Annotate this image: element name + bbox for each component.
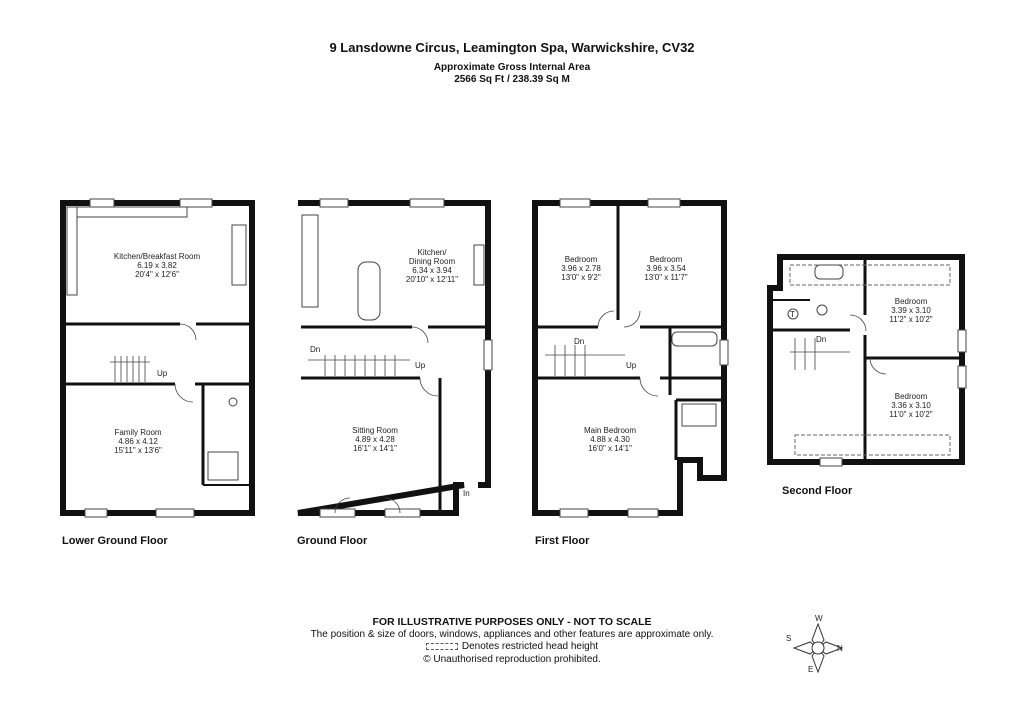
gf-sitting-metric: 4.89 x 4.28 [355, 435, 395, 444]
second-floor-plan [767, 254, 967, 467]
disclaimer-heading: FOR ILLUSTRATIVE PURPOSES ONLY - NOT TO … [372, 616, 652, 628]
sf-bed1-name: Bedroom [895, 297, 928, 306]
sf-bed1-metric: 3.39 x 3.10 [891, 306, 931, 315]
gf-kitchen-metric: 6.34 x 3.94 [412, 266, 452, 275]
lg-up-label: Up [157, 369, 168, 378]
ground-floor-plan [297, 198, 493, 518]
sf-dn-label: Dn [816, 335, 826, 344]
ff-bed1-metric: 3.96 x 2.78 [561, 264, 601, 273]
lg-kitchen-imperial: 20'4" x 12'6" [135, 270, 179, 279]
restricted-height-swatch [425, 642, 458, 650]
lower-ground-floor-plan [60, 198, 255, 518]
area-label: Approximate Gross Internal Area [433, 62, 591, 73]
first-floor-label: First Floor [535, 535, 590, 547]
ff-bed2-imperial: 13'0" x 11'7" [644, 273, 687, 282]
gf-dn-label: Dn [310, 345, 320, 354]
ff-main-name: Main Bedroom [584, 426, 636, 435]
gf-in-label: In [463, 489, 470, 498]
sf-bed1-imperial: 11'2" x 10'2" [889, 315, 932, 324]
lg-kitchen-name: Kitchen/Breakfast Room [114, 252, 201, 261]
lower-ground-floor-label: Lower Ground Floor [62, 535, 168, 547]
compass-s: S [786, 634, 791, 643]
ff-up-label: Up [626, 361, 637, 370]
gf-kitchen-imperial: 20'10" x 12'11" [406, 275, 458, 284]
first-floor-plan [532, 198, 729, 518]
ff-main-metric: 4.88 x 4.30 [590, 435, 630, 444]
ff-bed1-name: Bedroom [565, 255, 598, 264]
legend-row: Denotes restricted head height [0, 641, 1024, 652]
gf-sitting-name: Sitting Room [352, 426, 398, 435]
area-value: 2566 Sq Ft / 238.39 Sq M [454, 74, 570, 85]
ff-bed2-name: Bedroom [650, 255, 683, 264]
second-floor-label: Second Floor [782, 485, 853, 497]
gf-kitchen-name1: Kitchen/ [418, 248, 448, 257]
sf-bed2-imperial: 11'0" x 10'2" [889, 410, 932, 419]
ff-main-imperial: 16'0" x 14'1" [588, 444, 632, 453]
gf-up-label: Up [415, 361, 426, 370]
lg-family-name: Family Room [114, 428, 161, 437]
compass-n: N [837, 644, 843, 653]
compass-icon [792, 622, 844, 674]
lg-family-metric: 4.86 x 4.12 [118, 437, 158, 446]
compass-w: W [815, 614, 823, 623]
legend-text: Denotes restricted head height [461, 641, 599, 652]
copyright-text: © Unauthorised reproduction prohibited. [423, 654, 601, 665]
sf-bed2-name: Bedroom [895, 392, 928, 401]
ground-floor-label: Ground Floor [297, 535, 368, 547]
ff-bed2-metric: 3.96 x 3.54 [646, 264, 686, 273]
gf-sitting-imperial: 16'1" x 14'1" [353, 444, 397, 453]
property-address: 9 Lansdowne Circus, Leamington Spa, Warw… [329, 40, 695, 55]
lg-family-imperial: 15'11" x 13'6" [114, 446, 162, 455]
disclaimer-note: The position & size of doors, windows, a… [310, 629, 714, 640]
sf-bed2-metric: 3.36 x 3.10 [891, 401, 931, 410]
gf-kitchen-name2: Dining Room [409, 257, 456, 266]
lg-kitchen-metric: 6.19 x 3.82 [137, 261, 177, 270]
compass-e: E [808, 665, 813, 674]
ff-bed1-imperial: 13'0" x 9'2" [561, 273, 601, 282]
ff-dn-label: Dn [574, 337, 584, 346]
sf-t-label: T [790, 310, 795, 319]
